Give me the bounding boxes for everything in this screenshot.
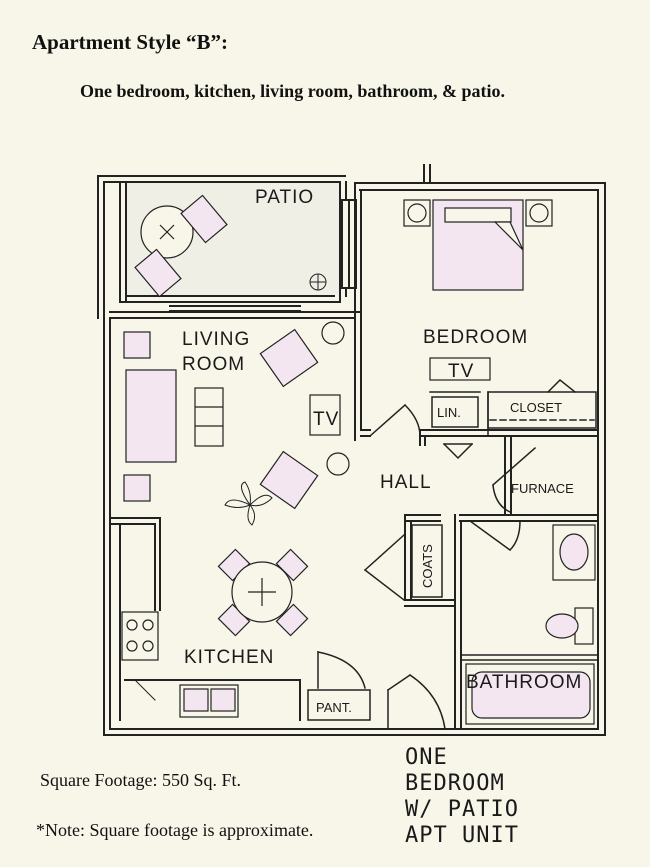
bedroom-label: BEDROOM [423, 327, 528, 348]
coats-label: COATS [420, 544, 435, 588]
coats-closet [363, 524, 443, 602]
bathroom-fixtures [465, 524, 596, 725]
kitchen-walls [109, 517, 301, 721]
living-tv-label: TV [313, 409, 339, 430]
bathroom-partition [460, 654, 599, 661]
bedroom-tv-label: TV [448, 361, 474, 382]
living-furniture [123, 321, 350, 510]
pantry [307, 651, 371, 721]
square-footage: Square Footage: 550 Sq. Ft. [40, 770, 241, 790]
furnace-label: FURNACE [511, 481, 574, 496]
square-footage-note: *Note: Square footage is approximate. [36, 820, 314, 840]
patio-furniture [127, 183, 339, 298]
plant-icon [224, 481, 273, 526]
living-room-label-line1: LIVING [182, 329, 250, 350]
living-room-label-line2: ROOM [182, 354, 245, 375]
kitchen-appliances [121, 611, 239, 718]
kitchen-label: KITCHEN [184, 647, 274, 668]
linen-label: LIN. [437, 405, 461, 420]
hall-walls [404, 435, 599, 730]
unit-label-line: ONE [405, 745, 448, 770]
closet-label: CLOSET [510, 400, 562, 415]
bathroom-door [468, 519, 521, 552]
dining-table [217, 548, 309, 637]
bedroom-door [368, 403, 421, 438]
unit-label-line: W/ PATIO [405, 797, 519, 822]
living-top-wall [109, 305, 361, 319]
bedroom-furniture [403, 199, 553, 381]
entry-door [386, 673, 446, 730]
hall-label: HALL [380, 472, 432, 493]
page-subtitle: One bedroom, kitchen, living room, bathr… [80, 81, 506, 101]
linen-closet [429, 391, 481, 460]
unit-label-line: APT UNIT [405, 823, 519, 848]
bathroom-label: BATHROOM [466, 672, 582, 693]
unit-label-line: BEDROOM [405, 771, 505, 796]
unit-label: ONE BEDROOM W/ PATIO APT UNIT [405, 745, 519, 849]
page-title: Apartment Style “B”: [32, 30, 228, 54]
bedroom-closet [487, 378, 597, 436]
furnace-door [491, 446, 537, 513]
patio-label: PATIO [255, 187, 314, 208]
pantry-label: PANT. [316, 700, 352, 715]
